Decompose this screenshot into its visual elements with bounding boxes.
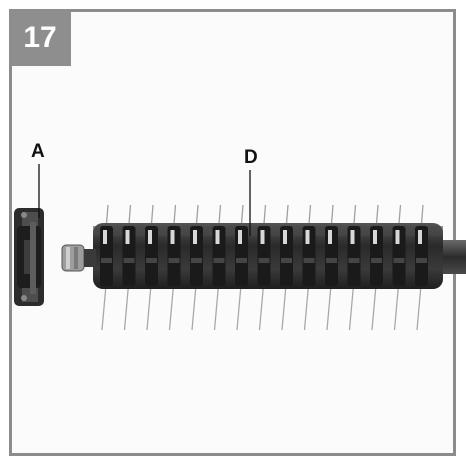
lower-tines bbox=[101, 284, 422, 331]
ridge-band bbox=[281, 258, 292, 263]
ridge-band bbox=[326, 258, 337, 263]
ridge-band bbox=[348, 258, 360, 263]
tine-highlight bbox=[283, 230, 287, 244]
tine-wire bbox=[236, 284, 242, 331]
tine-wire bbox=[303, 284, 310, 331]
tine-highlight bbox=[328, 230, 332, 244]
ridge-band bbox=[303, 258, 315, 263]
tine-highlight bbox=[170, 230, 175, 244]
tine-highlight bbox=[260, 230, 265, 244]
ridge-band bbox=[168, 258, 180, 263]
tine-wire bbox=[281, 284, 287, 331]
ridge-band bbox=[191, 258, 202, 263]
ridge-band bbox=[146, 258, 157, 263]
tine-wire bbox=[191, 284, 197, 331]
callout-label-d: D bbox=[244, 147, 258, 168]
tine-highlight bbox=[215, 230, 220, 244]
tine-highlight bbox=[238, 230, 242, 244]
tine-highlight bbox=[395, 230, 400, 244]
tine-wire bbox=[416, 284, 422, 331]
ridge-band bbox=[371, 258, 382, 263]
tine-wire bbox=[371, 284, 377, 331]
ridge-band bbox=[416, 258, 427, 263]
bearing-housing-icon bbox=[14, 208, 44, 306]
tine-highlight bbox=[103, 230, 107, 244]
tine-highlight bbox=[125, 230, 130, 244]
ridge-band bbox=[123, 258, 135, 263]
tine-highlight bbox=[305, 230, 310, 244]
ridge-band bbox=[101, 258, 112, 263]
ridge-band bbox=[236, 258, 247, 263]
tine-wire bbox=[393, 284, 400, 331]
tine-wire bbox=[101, 284, 107, 331]
tine-highlight bbox=[418, 230, 422, 244]
ridge-band bbox=[213, 258, 225, 263]
tine-wire bbox=[258, 284, 265, 331]
ridge-band bbox=[258, 258, 270, 263]
tine-highlight bbox=[148, 230, 152, 244]
ridge-band bbox=[393, 258, 405, 263]
step-number-badge: 17 bbox=[9, 9, 71, 66]
scarifier-roller-icon bbox=[93, 223, 443, 289]
tine-highlight bbox=[350, 230, 355, 244]
tine-wire bbox=[348, 284, 355, 331]
callout-label-a: A bbox=[31, 141, 45, 162]
tine-wire bbox=[123, 284, 130, 331]
tine-wire bbox=[213, 284, 220, 331]
tine-highlight bbox=[193, 230, 197, 244]
tine-wire bbox=[326, 284, 332, 331]
tine-wire bbox=[168, 284, 175, 331]
axle-nut bbox=[61, 244, 96, 272]
tine-wire bbox=[146, 284, 152, 331]
tine-highlight bbox=[373, 230, 377, 244]
